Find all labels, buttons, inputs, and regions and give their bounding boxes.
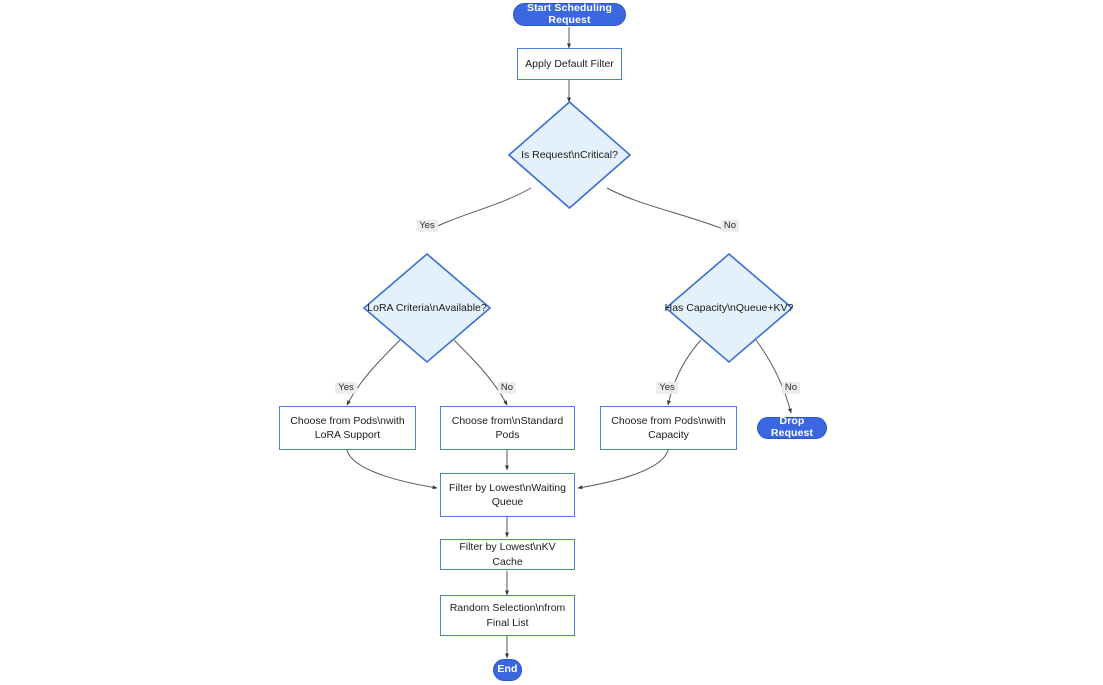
node-choose-pods-with-lora-support[interactable]: Choose from Pods\nwith LoRA Support [279, 406, 416, 450]
diamond-shape [507, 100, 632, 210]
node-label-line1: Choose from Pods\nwith [290, 414, 405, 427]
node-filter-lowest-waiting-queue[interactable]: Filter by Lowest\nWaiting Queue [440, 473, 575, 517]
node-random-selection-final-list[interactable]: Random Selection\nfrom Final List [440, 595, 575, 636]
node-label: End [497, 663, 518, 676]
node-label-line1: Filter by Lowest\nWaiting [449, 481, 566, 494]
diamond-shape [362, 252, 492, 364]
node-label-line2: Capacity [648, 429, 689, 441]
node-choose-standard-pods[interactable]: Choose from\nStandard Pods [440, 406, 575, 450]
node-filter-lowest-kv-cache[interactable]: Filter by Lowest\nKV Cache [440, 539, 575, 570]
edge-podscap-to-waiting [577, 449, 669, 490]
node-has-capacity-queue-kv[interactable]: Has Capacity\nQueue+KV? [664, 252, 794, 364]
node-label-line1: Choose from\nStandard [451, 414, 564, 427]
node-label-line2: Final List [486, 616, 529, 629]
edge-label-critical-no: No [720, 219, 740, 233]
node-label: Is Request\nCritical? [521, 148, 618, 161]
node-label: Filter by Lowest\nKV Cache [459, 541, 556, 568]
node-apply-default-filter[interactable]: Apply Default Filter [517, 48, 622, 80]
node-label-line2: Queue [491, 496, 524, 508]
edge-podslora-to-waiting [346, 449, 438, 490]
edge-label-lora-yes: Yes [335, 381, 357, 395]
node-label: Start Scheduling Request [526, 1, 613, 26]
node-label: Drop Request [770, 415, 814, 439]
node-label-line2: LoRA Support [314, 429, 381, 441]
edge-label-capacity-yes: Yes [656, 381, 678, 395]
node-choose-pods-with-capacity[interactable]: Choose from Pods\nwith Capacity [600, 406, 737, 450]
node-label-line1: Choose from Pods\nwith [611, 414, 726, 427]
node-label-line2: Pods [495, 429, 520, 441]
node-drop-request[interactable]: Drop Request [757, 415, 827, 439]
node-start-scheduling-request[interactable]: Start Scheduling Request [513, 1, 626, 26]
diamond-shape [664, 252, 794, 364]
node-label-line1: Random Selection\nfrom [449, 602, 566, 615]
edge-label-critical-yes: Yes [416, 219, 438, 233]
edge-label-capacity-no: No [781, 381, 801, 395]
edge-label-lora-no: No [497, 381, 517, 395]
node-label: LoRA Criteria\nAvailable? [367, 301, 487, 314]
node-end[interactable]: End [493, 659, 522, 681]
node-label: Apply Default Filter [525, 57, 614, 70]
node-lora-criteria-available[interactable]: LoRA Criteria\nAvailable? [362, 252, 492, 364]
node-is-request-critical[interactable]: Is Request\nCritical? [507, 100, 632, 210]
node-label: Has Capacity\nQueue+KV? [664, 301, 794, 314]
